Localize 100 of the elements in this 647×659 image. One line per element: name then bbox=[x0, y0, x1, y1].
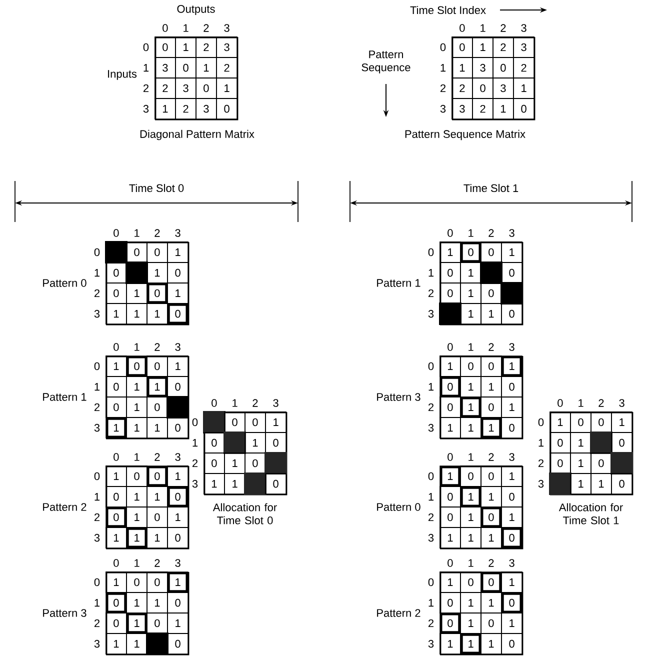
row-index: 0 bbox=[94, 362, 100, 370]
matrix-caption: Diagonal Pattern Matrix bbox=[140, 130, 254, 140]
matrix-cell: 0 bbox=[501, 633, 522, 654]
column-index: 0 bbox=[212, 399, 217, 407]
matrix-cell: 0 bbox=[216, 98, 238, 120]
highlighted-cell: 0 bbox=[167, 486, 188, 508]
matrix-cell: 1 bbox=[146, 592, 168, 614]
pattern-label: Pattern 2 bbox=[377, 609, 420, 617]
highlighted-cell: 1 bbox=[167, 572, 188, 593]
matrix-cell: 1 bbox=[126, 486, 148, 508]
matrix-cell: 1 bbox=[452, 57, 473, 78]
highlighted-cell: 1 bbox=[146, 376, 168, 398]
matrix-cell: 1 bbox=[480, 527, 502, 548]
highlighted-cell: 1 bbox=[460, 633, 482, 654]
matrix-cell: 0 bbox=[244, 412, 266, 433]
matrix-cell: 1 bbox=[175, 36, 196, 58]
matrix-cell: 2 bbox=[196, 36, 217, 58]
matrix-cell: 1 bbox=[440, 572, 461, 593]
matrix-cell: 2 bbox=[154, 78, 176, 99]
highlighted-cell: 1 bbox=[126, 527, 148, 548]
highlighted-cell: 1 bbox=[126, 612, 148, 634]
matrix-cell: 0 bbox=[244, 452, 266, 474]
matrix-cell: 0 bbox=[550, 432, 571, 454]
matrix-cell: 2 bbox=[175, 98, 196, 120]
matrix-cell: 0 bbox=[452, 36, 473, 58]
row-index: 2 bbox=[94, 289, 100, 298]
highlighted-cell: 1 bbox=[480, 417, 502, 438]
matrix-cell: 0 bbox=[106, 612, 127, 634]
row-index: 1 bbox=[94, 493, 100, 501]
highlighted-cell: 0 bbox=[460, 242, 482, 263]
matrix-cell: 3 bbox=[492, 78, 514, 99]
matrix-cell: 1 bbox=[550, 412, 571, 433]
row-index: 2 bbox=[428, 289, 434, 298]
matrix-cell: 0 bbox=[550, 452, 571, 474]
row-index: 0 bbox=[428, 362, 434, 370]
column-index: 1 bbox=[578, 399, 584, 407]
row-index: 1 bbox=[144, 64, 149, 72]
highlighted-cell: 0 bbox=[106, 506, 127, 528]
matrix-cell: 0 bbox=[126, 242, 148, 263]
matrix-cell: 0 bbox=[611, 432, 632, 454]
dimension-label: Time Slot 1 bbox=[464, 184, 518, 192]
highlighted-cell: 1 bbox=[460, 396, 482, 418]
column-index: 1 bbox=[134, 343, 140, 351]
column-index: 1 bbox=[468, 559, 474, 567]
matrix-cell: 0 bbox=[196, 78, 217, 99]
matrix-cell: 1 bbox=[460, 506, 482, 528]
pattern-label: Pattern 2 bbox=[43, 503, 86, 511]
column-index: 2 bbox=[252, 399, 258, 407]
column-index: 1 bbox=[134, 453, 140, 461]
highlighted-cell: 0 bbox=[146, 466, 168, 487]
axis-title: Inputs bbox=[108, 70, 137, 80]
row-index: 2 bbox=[94, 513, 100, 522]
matrix-cell: 0 bbox=[480, 356, 502, 377]
column-index: 0 bbox=[448, 229, 453, 237]
matrix-cell: 0 bbox=[154, 36, 176, 58]
matrix-cell: 2 bbox=[216, 57, 238, 78]
matrix-cell: 1 bbox=[126, 592, 148, 614]
column-index: 3 bbox=[521, 24, 526, 32]
matrix-cell: 2 bbox=[472, 98, 494, 120]
matrix-caption: Allocation for Time Slot 0 bbox=[212, 503, 277, 524]
matrix-caption: Allocation for Time Slot 1 bbox=[558, 503, 623, 524]
matrix-cell: 0 bbox=[167, 527, 188, 548]
highlighted-cell: 1 bbox=[440, 466, 461, 487]
axis-title: Time Slot Index bbox=[410, 6, 486, 14]
matrix-cell: 1 bbox=[501, 506, 522, 528]
row-index: 3 bbox=[428, 424, 434, 432]
pattern-matrix bbox=[439, 242, 524, 326]
matrix-cell: 1 bbox=[126, 633, 148, 654]
matrix-cell: 0 bbox=[265, 432, 286, 454]
matrix-cell: 1 bbox=[460, 612, 482, 634]
column-index: 2 bbox=[154, 559, 160, 567]
highlighted-cell: 0 bbox=[146, 282, 168, 304]
matrix-cell: 0 bbox=[146, 612, 168, 634]
row-index: 3 bbox=[428, 310, 434, 318]
column-index: 0 bbox=[448, 559, 453, 567]
column-index: 1 bbox=[468, 453, 474, 461]
matrix-cell: 0 bbox=[570, 412, 592, 433]
matrix-cell: 0 bbox=[265, 473, 286, 494]
column-index: 2 bbox=[488, 229, 494, 237]
matrix-cell: 0 bbox=[146, 396, 168, 418]
matrix-cell: 1 bbox=[224, 473, 246, 494]
row-index: 1 bbox=[428, 599, 434, 607]
row-index: 1 bbox=[94, 383, 100, 391]
matrix-cell: 1 bbox=[126, 417, 148, 438]
matrix-cell: 0 bbox=[590, 452, 612, 474]
column-index: 0 bbox=[162, 24, 168, 32]
matrix-cell: 0 bbox=[440, 592, 461, 614]
axis-title: Outputs bbox=[177, 5, 215, 15]
matrix-cell: 0 bbox=[204, 432, 225, 454]
dimension-label: Time Slot 0 bbox=[129, 184, 184, 192]
matrix-cell: 1 bbox=[106, 633, 127, 654]
matrix-cell: 0 bbox=[146, 572, 168, 593]
highlighted-cell: 0 bbox=[480, 572, 502, 593]
matrix-cell: 3 bbox=[196, 98, 217, 120]
matrix-cell: 1 bbox=[460, 262, 482, 284]
matrix-cell: 1 bbox=[146, 262, 168, 284]
row-index: 3 bbox=[94, 640, 100, 648]
column-index: 0 bbox=[114, 453, 119, 461]
matrix-cell: 1 bbox=[570, 473, 592, 494]
row-index: 3 bbox=[538, 480, 544, 488]
